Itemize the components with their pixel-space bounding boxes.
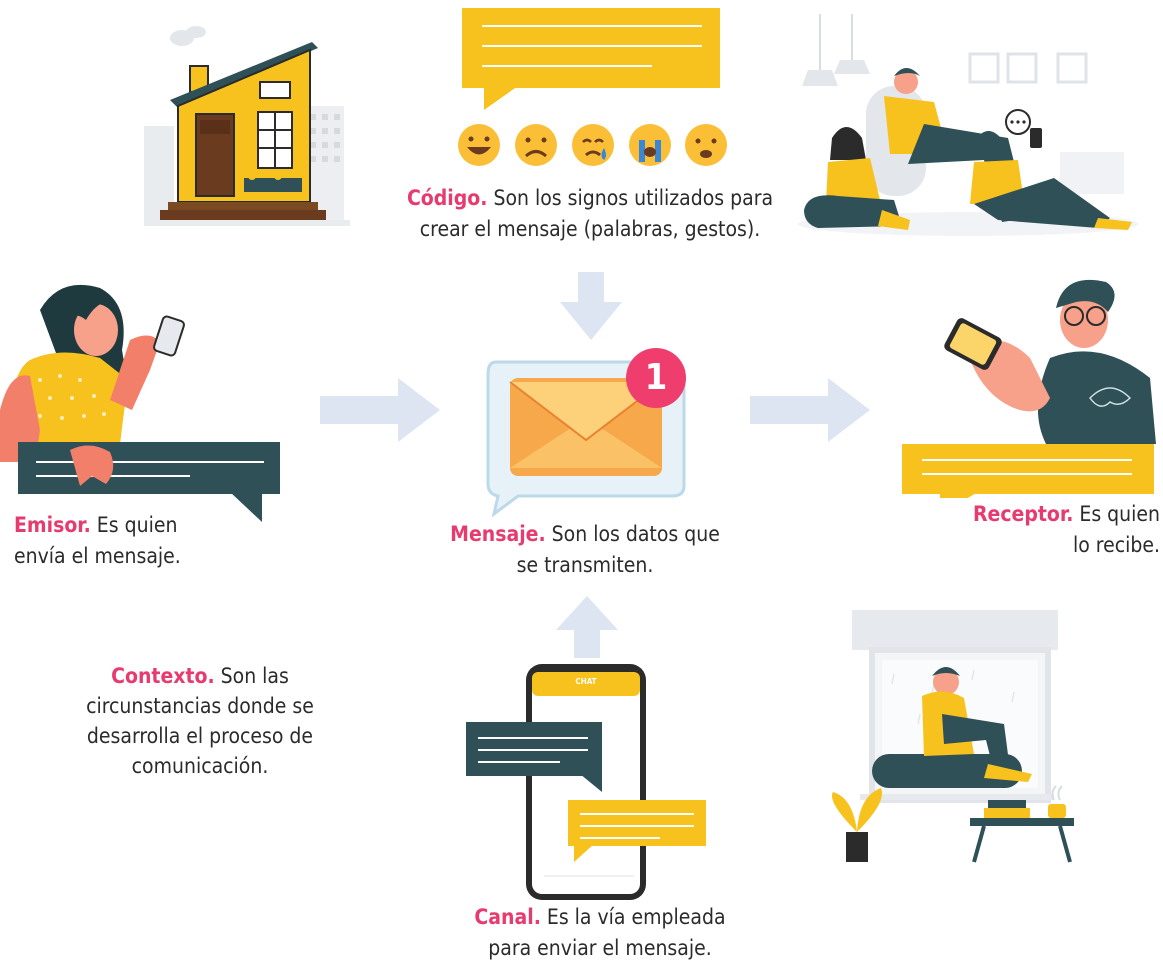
smartphone-chat-illustration (466, 664, 706, 900)
family-illustration (798, 14, 1138, 236)
envelope-notification-icon (486, 348, 686, 518)
receiver-man-illustration (902, 279, 1156, 498)
emisor-caption: Emisor. Es quien envía el mensaje. (14, 513, 181, 568)
house-illustration (144, 26, 350, 226)
mensaje-caption: Mensaje. Son los datos que se transmiten… (450, 522, 720, 577)
arrow-up-icon (556, 596, 618, 658)
receptor-caption: Receptor. Es quien lo recibe. (972, 502, 1160, 557)
contexto-caption: Contexto. Son las circunstancias donde s… (86, 664, 314, 778)
arrow-right-icon (320, 378, 440, 442)
crying-tear-emoji-icon (572, 124, 614, 166)
sobbing-emoji-icon (629, 124, 671, 166)
happy-emoji-icon (458, 124, 500, 166)
sad-emoji-icon (515, 124, 557, 166)
window-scene-illustration (832, 610, 1074, 863)
worried-emoji-icon (685, 124, 727, 166)
codigo-caption: Código. Son los signos utilizados para c… (406, 186, 774, 241)
speech-bubble-icon (462, 8, 720, 110)
canal-caption: Canal. Es la vía empleada para enviar el… (474, 905, 726, 960)
arrow-down-icon (560, 272, 622, 340)
emoji-row-icon (458, 124, 727, 166)
phone-chat-title: CHAT (575, 677, 597, 686)
sender-woman-illustration (0, 284, 280, 522)
arrow-right-icon (750, 378, 870, 442)
notification-badge-count: 1 (644, 357, 668, 398)
